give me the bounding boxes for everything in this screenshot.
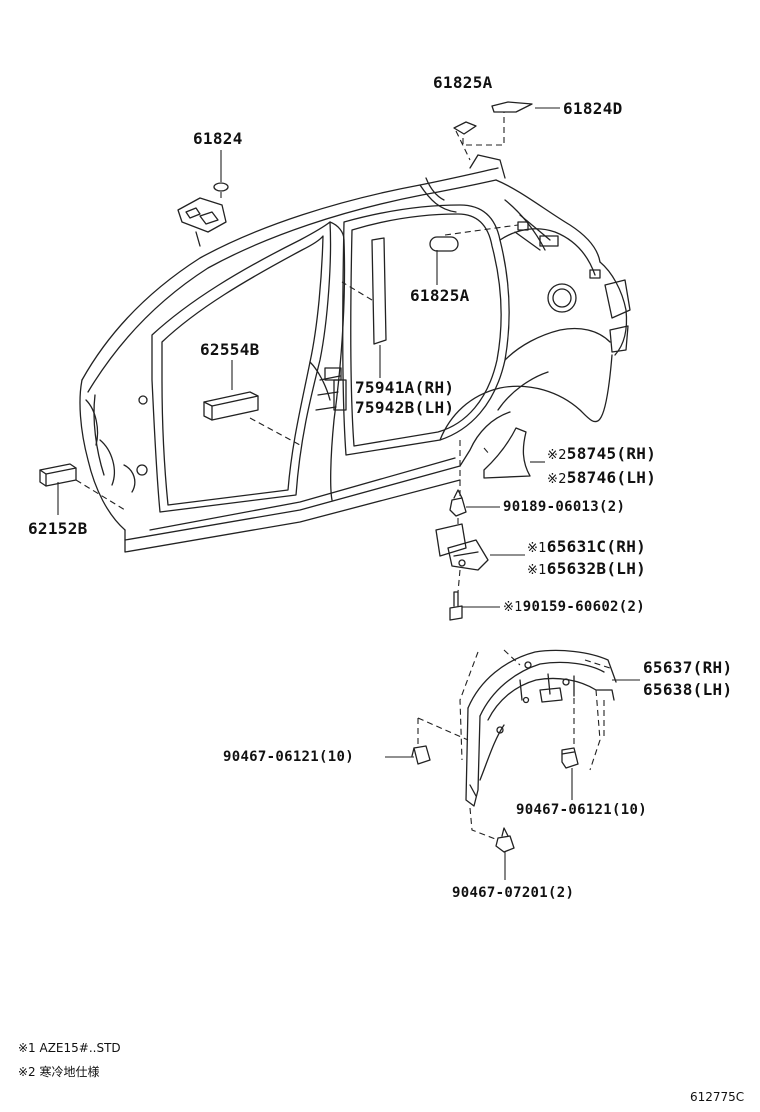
mudguard-58745-icon bbox=[483, 427, 531, 479]
fender-liner-65637-icon bbox=[465, 649, 617, 807]
note-2: ※2 寒冷地仕様 bbox=[18, 1065, 100, 1079]
label-90467-right: 90467-06121(10) bbox=[516, 802, 647, 818]
label-61824d: 61824D bbox=[563, 99, 623, 118]
pad-61825a-mid-icon bbox=[429, 236, 459, 252]
label-58745: ※258745(RH) bbox=[547, 444, 657, 463]
bracket-61824-icon bbox=[177, 182, 229, 247]
label-61824: 61824 bbox=[193, 129, 243, 148]
label-61825a-mid: 61825A bbox=[410, 286, 470, 305]
body-side-panel bbox=[79, 154, 631, 553]
reference-code: 612775C bbox=[690, 1090, 745, 1104]
strip-75941a-icon bbox=[371, 237, 387, 345]
leader-lines bbox=[57, 107, 640, 880]
label-65637: 65637(RH) bbox=[643, 658, 733, 677]
clip-90189-icon bbox=[449, 489, 467, 517]
pad-61825a-top-icon bbox=[453, 121, 477, 135]
label-62554b: 62554B bbox=[200, 340, 260, 359]
label-90189: 90189-06013(2) bbox=[503, 499, 626, 515]
label-90159: ※190159-60602(2) bbox=[503, 599, 645, 615]
label-75942b: 75942B(LH) bbox=[355, 398, 455, 417]
clip-90467-07201-icon bbox=[495, 827, 515, 853]
nut-90467-right-icon bbox=[561, 747, 579, 769]
label-61825a-top: 61825A bbox=[433, 73, 493, 92]
note-1: ※1 AZE15#..STD bbox=[18, 1041, 121, 1055]
label-90467-07201: 90467-07201(2) bbox=[452, 885, 575, 901]
label-65638: 65638(LH) bbox=[643, 680, 733, 699]
bolt-90159-icon bbox=[449, 591, 463, 621]
block-62554b-icon bbox=[203, 391, 259, 421]
pad-61824d-icon bbox=[491, 101, 533, 113]
dashed-guides bbox=[75, 112, 611, 841]
label-75941a: 75941A(RH) bbox=[355, 378, 455, 397]
label-90467-left: 90467-06121(10) bbox=[223, 749, 354, 765]
nut-90467-left-icon bbox=[411, 745, 431, 765]
label-58746: ※258746(LH) bbox=[547, 468, 657, 487]
bracket-65631c-icon bbox=[435, 523, 489, 571]
label-62152b: 62152B bbox=[28, 519, 88, 538]
label-65632b: ※165632B(LH) bbox=[527, 559, 647, 578]
label-65631c: ※165631C(RH) bbox=[527, 537, 647, 556]
